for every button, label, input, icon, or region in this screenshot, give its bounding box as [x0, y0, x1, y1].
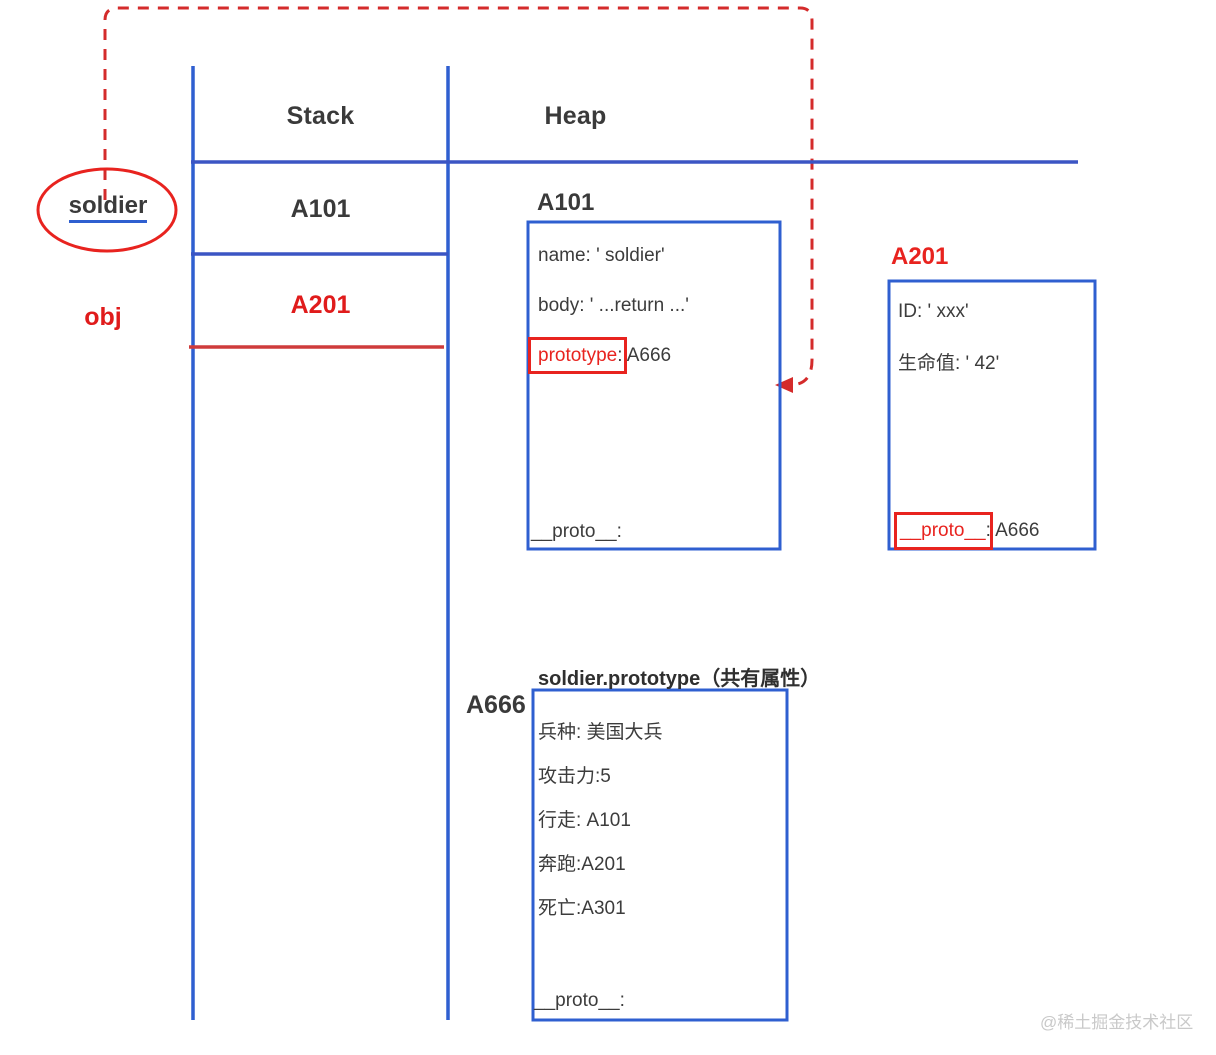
a101-field-proto: __proto__: [531, 521, 622, 542]
watermark: @稀土掘金技术社区 [1040, 1013, 1194, 1032]
a101-prototype-value: : A666 [617, 345, 672, 366]
stack-slot-a101: A101 [290, 195, 351, 223]
a201-field-id: ID: ' xxx' [898, 301, 969, 322]
heap-box-a101-outline [526, 220, 782, 551]
a201-proto-value: : A666 [985, 520, 1040, 541]
a101-field-name: name: ' soldier' [538, 245, 665, 266]
a666-field-run: 奔跑:A201 [538, 854, 626, 875]
heap-box-a101-title: A101 [537, 189, 595, 216]
a201-field-proto: __proto__: A666 [900, 520, 1039, 542]
a101-prototype-key: prototype [538, 345, 618, 366]
a666-field-walk: 行走: A101 [538, 810, 631, 831]
a101-field-body: body: ' ...return ...' [538, 295, 689, 316]
column-header-stack: Stack [286, 102, 355, 130]
a666-heading: soldier.prototype（共有属性） [538, 668, 821, 690]
heap-box-a201-title: A201 [891, 243, 949, 270]
heap-box-a666-title: A666 [466, 691, 526, 719]
a201-proto-key: __proto__ [900, 520, 986, 541]
a101-field-prototype: prototype: A666 [538, 345, 671, 367]
stack-slot-a201: A201 [290, 291, 351, 319]
dashed-arrow-head [775, 377, 793, 393]
soldier-bubble: soldier [38, 192, 178, 223]
a666-field-type: 兵种: 美国大兵 [538, 722, 663, 743]
a666-field-proto: __proto__: [534, 990, 625, 1011]
a201-field-hp: 生命值: ' 42' [898, 353, 1000, 374]
obj-annotation: obj [84, 303, 122, 331]
a666-field-die: 死亡:A301 [538, 898, 626, 919]
a666-field-attack: 攻击力:5 [538, 766, 611, 787]
soldier-bubble-label: soldier [68, 192, 148, 223]
column-header-heap: Heap [544, 102, 607, 130]
